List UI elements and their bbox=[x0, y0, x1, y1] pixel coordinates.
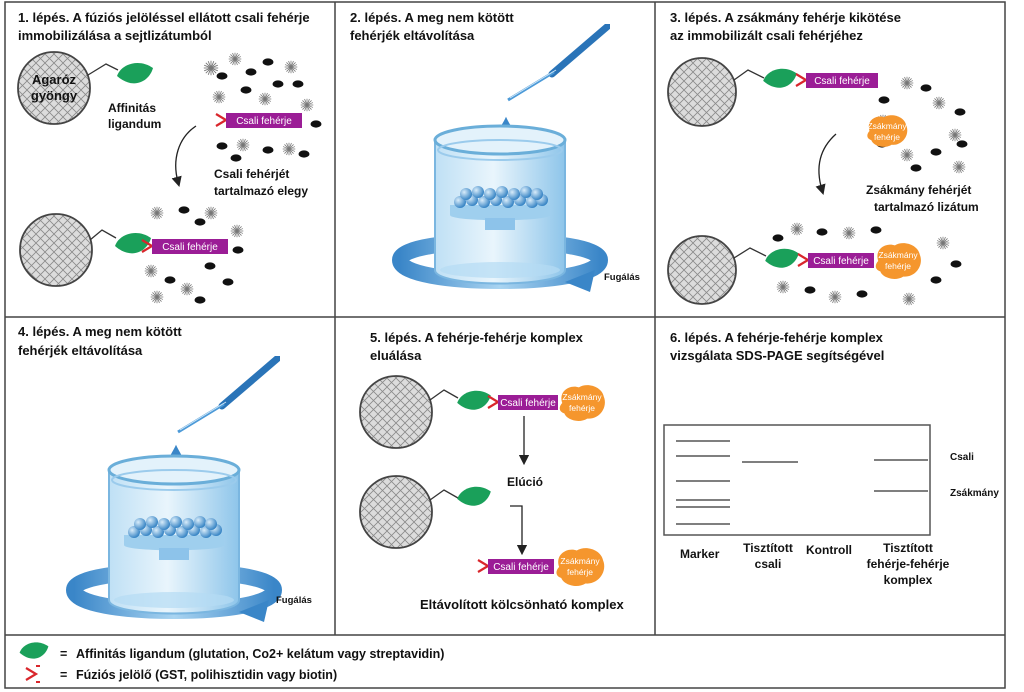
agarose-bead bbox=[667, 57, 737, 127]
bait-protein-box bbox=[488, 559, 554, 574]
bait-protein-label: Csali fehérje bbox=[813, 256, 869, 267]
gel-bait-label: Csali bbox=[950, 452, 974, 463]
legend-equals-1: = bbox=[60, 647, 67, 661]
lane-purified-label-line1: Tisztított bbox=[743, 541, 793, 555]
bait-protein-box bbox=[806, 73, 878, 88]
step-3-title-line2: az immobilizált csali fehérjéhez bbox=[670, 28, 863, 43]
prey-label-line2: fehérje bbox=[567, 567, 593, 577]
pipette-icon bbox=[508, 26, 608, 100]
affinity-ligand-icon bbox=[457, 390, 491, 410]
bait-protein-box bbox=[498, 395, 558, 410]
fusion-tag-icon bbox=[215, 113, 229, 127]
lane-control-label: Kontroll bbox=[806, 543, 852, 557]
bait-mixture bbox=[203, 52, 322, 162]
legend-equals-2: = bbox=[60, 668, 67, 682]
panel-step-1: 1. lépés. A fúziós jelöléssel ellátott c… bbox=[17, 10, 322, 304]
affinity-ligand-icon bbox=[457, 486, 491, 506]
legend-tag-icon bbox=[25, 667, 39, 681]
spin-column-icon bbox=[400, 126, 600, 292]
bait-protein-label: Csali fehérje bbox=[814, 76, 870, 87]
bait-mix-label-line2: tartalmazó elegy bbox=[214, 184, 308, 198]
linker bbox=[87, 63, 119, 76]
legend-ligand-icon bbox=[19, 642, 49, 659]
step-1-title-line1: 1. lépés. A fúziós jelöléssel ellátott c… bbox=[18, 10, 310, 25]
spin-column-icon bbox=[74, 456, 274, 622]
legend-tag-text: Fúziós jelölő (GST, polihisztidin vagy b… bbox=[76, 668, 337, 682]
gel-prey-label: Zsákmány bbox=[950, 488, 999, 499]
panel-grid bbox=[4, 1, 1006, 689]
agarose-bead-bound bbox=[667, 235, 737, 305]
legend: = Affinitás ligandum (glutation, Co2+ ke… bbox=[19, 642, 444, 683]
prey-label-line1: Zsákmány bbox=[562, 392, 602, 402]
step-2-title-line2: fehérjék eltávolítása bbox=[350, 28, 475, 43]
arrow-binding bbox=[815, 133, 837, 195]
bait-protein-label: Csali fehérje bbox=[236, 116, 292, 127]
bait-protein-label: Csali fehérje bbox=[493, 562, 549, 573]
panel-step-4: 4. lépés. A meg nem kötött fehérjék eltá… bbox=[18, 324, 312, 622]
prey-label-line2: fehérje bbox=[885, 261, 911, 271]
sds-page-gel bbox=[663, 424, 931, 536]
step-2-title-line1: 2. lépés. A meg nem kötött bbox=[350, 10, 514, 25]
elution-label: Elúció bbox=[507, 475, 543, 489]
bait-protein-box bbox=[226, 113, 302, 128]
lane-purified-label-line2: csali bbox=[755, 557, 782, 571]
fusion-tag-icon bbox=[487, 395, 501, 409]
agarose-bead-complex bbox=[359, 375, 433, 449]
fusion-tag-icon bbox=[477, 559, 491, 573]
arrow-elution bbox=[510, 505, 528, 556]
prey-label-line2: fehérje bbox=[874, 132, 900, 142]
prey-lysate-label-line1: Zsákmány fehérjét bbox=[866, 183, 971, 197]
panel-step-2: 2. lépés. A meg nem kötött fehérjék eltá… bbox=[350, 10, 640, 292]
lane-complex-label-line2: fehérje-fehérje bbox=[867, 557, 950, 571]
fusion-tag-icon bbox=[797, 253, 811, 267]
step-4-title-line1: 4. lépés. A meg nem kötött bbox=[18, 324, 182, 339]
gel-bands bbox=[676, 440, 928, 525]
bait-protein-box bbox=[152, 239, 228, 254]
step-6-title-line1: 6. lépés. A fehérje-fehérje komplex bbox=[670, 330, 884, 345]
bait-protein-label: Csali fehérje bbox=[500, 398, 556, 409]
step-5-title-line1: 5. lépés. A fehérje-fehérje komplex bbox=[370, 330, 584, 345]
legend-ligand-text: Affinitás ligandum (glutation, Co2+ kelá… bbox=[76, 647, 444, 661]
pipette-icon bbox=[178, 358, 278, 432]
affinity-ligand-icon bbox=[763, 68, 797, 88]
step-3-title-line1: 3. lépés. A zsákmány fehérje kikötése bbox=[670, 10, 901, 25]
bead-label-line1: Agaróz bbox=[32, 72, 77, 87]
lane-complex-label-line3: komplex bbox=[884, 573, 933, 587]
agarose-bead-empty bbox=[359, 475, 433, 549]
unbound-proteins bbox=[144, 206, 244, 304]
bait-protein-label: Csali fehérje bbox=[162, 242, 218, 253]
panel-step-3: 3. lépés. A zsákmány fehérje kikötése az… bbox=[667, 10, 979, 306]
arrow-binding bbox=[171, 125, 197, 188]
agarose-bead bbox=[17, 51, 91, 125]
prey-label-line1: Zsákmány bbox=[560, 556, 600, 566]
removed-complex-label: Eltávolított kölcsönható komplex bbox=[420, 597, 624, 612]
lane-complex-label-line1: Tisztított bbox=[883, 541, 933, 555]
agarose-bead-bound bbox=[19, 213, 93, 287]
step-6-title-line2: vizsgálata SDS-PAGE segítségével bbox=[670, 348, 884, 363]
prey-label-line2: fehérje bbox=[569, 403, 595, 413]
prey-label-line1: Zsákmány bbox=[878, 250, 918, 260]
bait-protein-box bbox=[808, 253, 874, 268]
fusion-tag-icon bbox=[795, 73, 809, 87]
step-1-title-line2: immobilizálása a sejtlizátumból bbox=[18, 28, 212, 43]
bait-mix-label-line1: Csali fehérjét bbox=[214, 167, 289, 181]
ligand-label-line2: ligandum bbox=[108, 117, 161, 131]
prey-lysate-label-line2: tartalmazó lizátum bbox=[874, 200, 979, 214]
step-5-title-line2: eluálása bbox=[370, 348, 422, 363]
step-4-title-line2: fehérjék eltávolítása bbox=[18, 343, 143, 358]
bead-label-line2: gyöngy bbox=[31, 88, 78, 103]
ligand-label-line1: Affinitás bbox=[108, 101, 156, 115]
panel-step-6: 6. lépés. A fehérje-fehérje komplex vizs… bbox=[663, 330, 999, 587]
lane-marker-label: Marker bbox=[680, 547, 720, 561]
panel-step-5: 5. lépés. A fehérje-fehérje komplex eluá… bbox=[359, 330, 624, 612]
spin-label: Fugálás bbox=[604, 272, 640, 283]
affinity-ligand-icon bbox=[117, 62, 153, 84]
prey-label-line1: Zsákmány bbox=[867, 121, 907, 131]
spin-label: Fugálás bbox=[276, 595, 312, 606]
affinity-ligand-icon bbox=[765, 248, 799, 268]
